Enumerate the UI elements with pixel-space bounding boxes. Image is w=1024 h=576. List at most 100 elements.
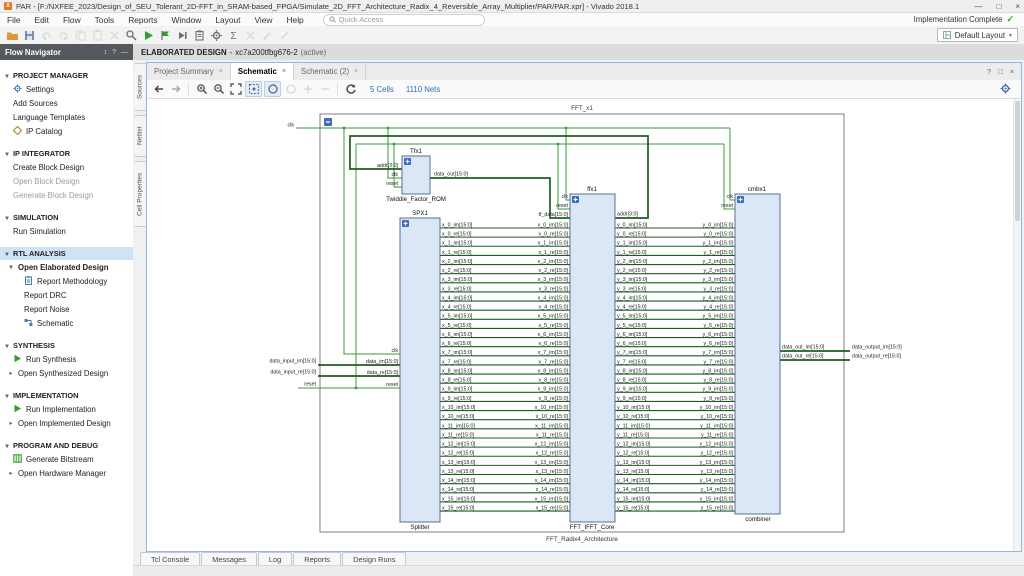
menu-layout[interactable]: Layout bbox=[208, 13, 247, 26]
menu-window[interactable]: Window bbox=[165, 13, 209, 26]
help-icon[interactable]: ? bbox=[112, 49, 116, 56]
cells-count[interactable]: 5 Cells bbox=[370, 85, 394, 94]
close-button[interactable]: × bbox=[1015, 2, 1020, 11]
window-controls: — □ × bbox=[974, 0, 1020, 13]
zoom-out-icon[interactable] bbox=[211, 82, 226, 96]
pin-label: x_8_re[15:0] bbox=[442, 378, 472, 384]
close-icon[interactable]: × bbox=[219, 68, 223, 75]
clk-net[interactable] bbox=[730, 128, 735, 200]
schematic-diagram[interactable]: FFT_x1FFT_Radix4_Architecturex_0_im[15:0… bbox=[148, 100, 1008, 551]
menu-view[interactable]: View bbox=[247, 13, 279, 26]
schematic-block-ffx1[interactable] bbox=[570, 194, 615, 522]
console-tab-tcl-console[interactable]: Tcl Console bbox=[140, 552, 200, 566]
vertical-scrollbar[interactable] bbox=[1013, 99, 1021, 551]
help-icon[interactable]: ? bbox=[987, 67, 991, 76]
pin-label: y_1_re[15:0] bbox=[617, 250, 647, 256]
scrollbar-thumb[interactable] bbox=[1015, 101, 1020, 221]
console-tab-reports[interactable]: Reports bbox=[293, 552, 341, 566]
close-icon[interactable]: × bbox=[1010, 67, 1014, 76]
flag-icon[interactable] bbox=[158, 28, 173, 43]
open-project-icon[interactable] bbox=[5, 28, 20, 43]
tab-schematic-2-[interactable]: Schematic (2)× bbox=[294, 63, 366, 80]
pin-label: x_15_im[15:0] bbox=[442, 496, 476, 502]
block-type-label: Splitter bbox=[410, 524, 429, 531]
fn-item-report-drc[interactable]: Report DRC bbox=[0, 288, 133, 302]
schematic-block-SPX1[interactable] bbox=[400, 218, 440, 522]
port-label-reset: reset bbox=[304, 382, 316, 388]
zoom-in-icon[interactable] bbox=[194, 82, 209, 96]
fn-item-add-sources[interactable]: Add Sources bbox=[0, 96, 133, 110]
minimize-button[interactable]: — bbox=[974, 2, 982, 11]
close-icon[interactable]: × bbox=[282, 68, 286, 75]
pane-controls[interactable]: ? □ × bbox=[987, 63, 1021, 80]
console-tab-messages[interactable]: Messages bbox=[201, 552, 257, 566]
collapse-all-icon[interactable]: ↕ bbox=[104, 49, 108, 56]
fn-item-report-noise[interactable]: Report Noise bbox=[0, 302, 133, 316]
fn-section-implementation[interactable]: ▾IMPLEMENTATION bbox=[0, 389, 133, 402]
fn-item-open-hardware-manager[interactable]: ▸Open Hardware Manager bbox=[0, 466, 133, 480]
schematic-canvas-wrap[interactable]: FFT_x1FFT_Radix4_Architecturex_0_im[15:0… bbox=[147, 99, 1014, 551]
pin-label: y_10_im[15:0] bbox=[617, 405, 651, 411]
nets-count[interactable]: 1110 Nets bbox=[406, 85, 440, 94]
fn-item-open-elaborated-design[interactable]: ▾Open Elaborated Design bbox=[0, 260, 133, 274]
fn-section-rtl-analysis[interactable]: ▾RTL ANALYSIS bbox=[0, 247, 133, 260]
clipboard-icon[interactable] bbox=[192, 28, 207, 43]
maximize-button[interactable]: □ bbox=[996, 2, 1001, 11]
settings-icon[interactable] bbox=[209, 28, 224, 43]
quick-access-box[interactable]: Quick Access bbox=[323, 14, 485, 26]
pin-label: x_12_re[15:0] bbox=[442, 451, 475, 457]
zoom-selection-icon[interactable] bbox=[245, 81, 262, 97]
clk-net[interactable] bbox=[344, 128, 400, 354]
flow-navigator-header-icons[interactable]: ↕? — bbox=[104, 49, 128, 56]
pin-label: y_1_im[15:0] bbox=[703, 241, 734, 247]
fn-item-report-methodology[interactable]: Report Methodology bbox=[0, 274, 133, 288]
menu-tools[interactable]: Tools bbox=[88, 13, 122, 26]
fn-section-simulation[interactable]: ▾SIMULATION bbox=[0, 211, 133, 224]
sum-icon[interactable]: Σ bbox=[226, 28, 241, 43]
step-icon[interactable] bbox=[175, 28, 190, 43]
fn-item-language-templates[interactable]: Language Templates bbox=[0, 110, 133, 124]
tab-schematic[interactable]: Schematic× bbox=[231, 63, 294, 80]
save-icon[interactable] bbox=[22, 28, 37, 43]
fn-item-ip-catalog[interactable]: IP Catalog bbox=[0, 124, 133, 138]
tab-project-summary[interactable]: Project Summary× bbox=[147, 63, 231, 80]
console-tab-design-runs[interactable]: Design Runs bbox=[342, 552, 406, 566]
design-active-state: (active) bbox=[301, 48, 327, 57]
forward-arrow-icon[interactable] bbox=[168, 82, 183, 96]
clk-net[interactable] bbox=[566, 128, 570, 200]
layout-selector[interactable]: Default Layout ▾ bbox=[937, 28, 1018, 42]
fn-item-run-synthesis[interactable]: Run Synthesis bbox=[0, 352, 133, 366]
regenerate-icon[interactable] bbox=[343, 82, 358, 96]
fn-item-generate-bitstream[interactable]: Generate Bitstream bbox=[0, 452, 133, 466]
menu-reports[interactable]: Reports bbox=[121, 13, 164, 26]
menu-file[interactable]: File bbox=[0, 13, 28, 26]
fn-item-run-implementation[interactable]: Run Implementation bbox=[0, 402, 133, 416]
menu-edit[interactable]: Edit bbox=[28, 13, 56, 26]
fn-item-open-implemented-design[interactable]: ▸Open Implemented Design bbox=[0, 416, 133, 430]
fn-section-synthesis[interactable]: ▾SYNTHESIS bbox=[0, 339, 133, 352]
search-icon[interactable] bbox=[124, 28, 139, 43]
console-tab-log[interactable]: Log bbox=[258, 552, 292, 566]
pin-label: x_3_re[15:0] bbox=[539, 286, 569, 292]
pin-label: clk bbox=[562, 194, 569, 200]
autofit-selection-icon[interactable] bbox=[264, 81, 281, 97]
close-icon[interactable]: × bbox=[354, 68, 358, 75]
schematic-block-cmbx1[interactable] bbox=[735, 194, 780, 514]
fn-section-program-and-debug[interactable]: ▾PROGRAM AND DEBUG bbox=[0, 439, 133, 452]
float-icon[interactable]: □ bbox=[998, 67, 1003, 76]
fn-section-ip-integrator[interactable]: ▾IP INTEGRATOR bbox=[0, 147, 133, 160]
fn-item-create-block-design[interactable]: Create Block Design bbox=[0, 160, 133, 174]
menu-flow[interactable]: Flow bbox=[56, 13, 88, 26]
zoom-fit-icon[interactable] bbox=[228, 82, 243, 96]
schematic-settings-gear-icon[interactable] bbox=[1000, 83, 1011, 94]
minimize-icon[interactable]: — bbox=[121, 49, 128, 56]
fn-section-project-manager[interactable]: ▾PROJECT MANAGER bbox=[0, 69, 133, 82]
fn-item-open-synthesized-design[interactable]: ▸Open Synthesized Design bbox=[0, 366, 133, 380]
fn-item-schematic[interactable]: Schematic bbox=[0, 316, 133, 330]
fn-item-run-simulation[interactable]: Run Simulation bbox=[0, 224, 133, 238]
fn-item-settings[interactable]: Settings bbox=[0, 82, 133, 96]
run-icon[interactable] bbox=[141, 28, 156, 43]
pin-label: y_14_im[15:0] bbox=[617, 478, 651, 484]
back-arrow-icon[interactable] bbox=[151, 82, 166, 96]
menu-help[interactable]: Help bbox=[279, 13, 310, 26]
